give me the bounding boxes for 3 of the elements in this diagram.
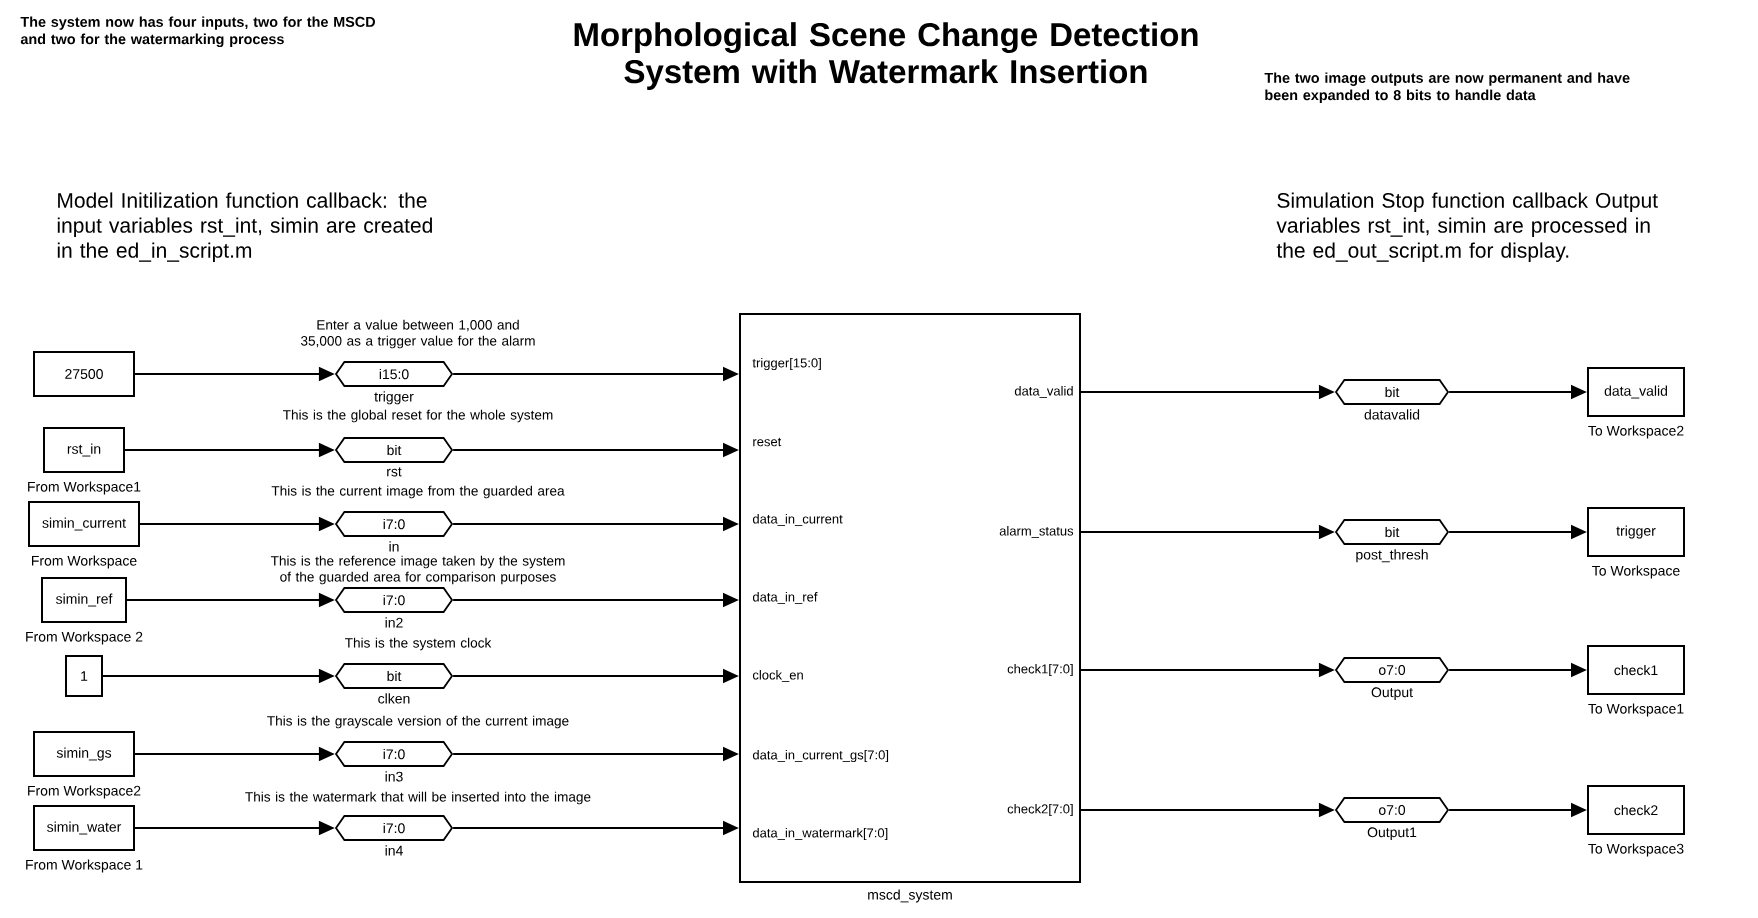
callback-note: Model Initilization function callback: the input variables rst_int, simin are created in the ed_in_script.m [57,192,432,262]
title: Morphological Scene Change Detection System with Watermark Insertion [574,22,1198,90]
callback-note: Simulation Stop function callback Output variables rst_int, simin are processed in the ed_out_script.m for display. [1276,192,1658,262]
